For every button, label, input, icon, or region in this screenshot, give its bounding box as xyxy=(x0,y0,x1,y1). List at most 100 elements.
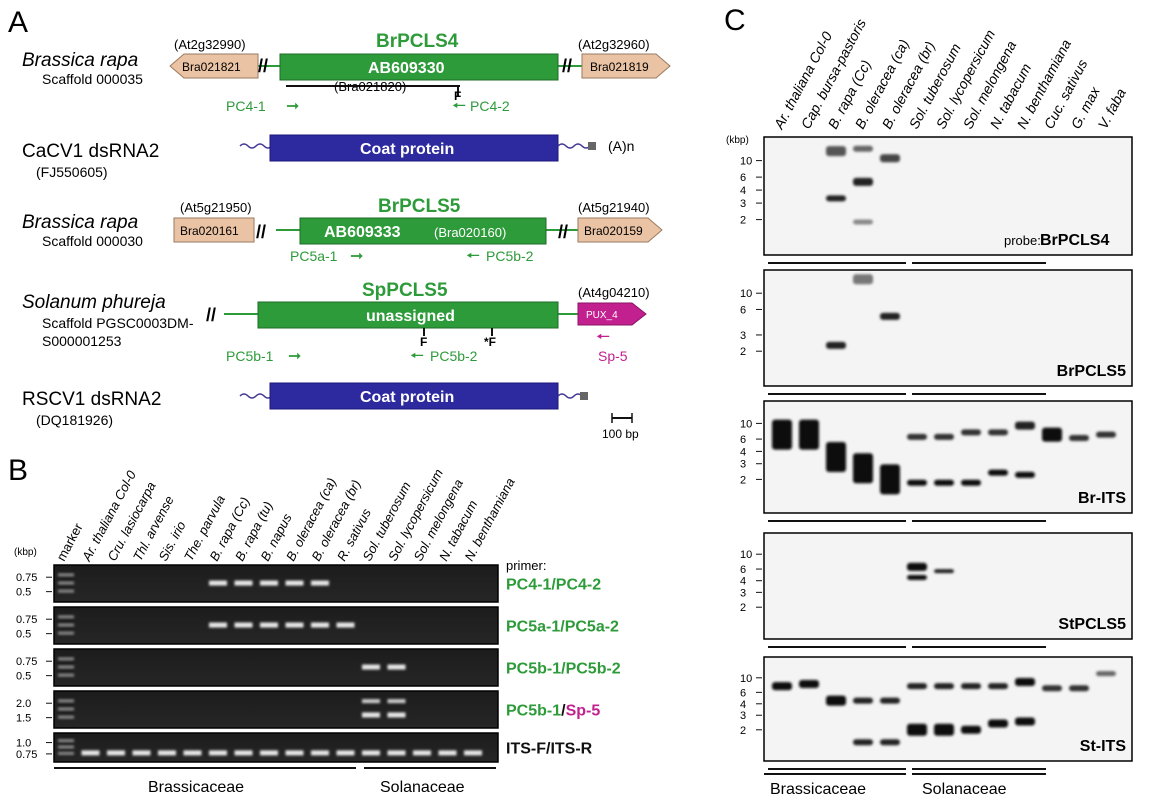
blot-band xyxy=(907,723,927,736)
organism-label: Brassica rapa xyxy=(22,212,138,233)
ladder-band xyxy=(58,673,74,677)
ladder-band xyxy=(58,589,74,593)
primer-pair-label: PC5b-1/Sp-5 xyxy=(506,703,600,720)
blot-band xyxy=(1096,671,1116,677)
svg-text:🠔: 🠔 xyxy=(452,98,466,115)
coat-protein-box xyxy=(269,134,559,162)
br-pcls4-name: BrPCLS4 xyxy=(376,31,459,52)
tick-label: 2 xyxy=(740,602,746,614)
primer-pair-label: PC4-1/PC4-2 xyxy=(506,577,601,594)
svg-text://: // xyxy=(258,56,268,76)
pcr-band xyxy=(285,580,304,586)
blot-image xyxy=(763,400,1133,514)
br-pcls5-name: BrPCLS5 xyxy=(378,196,461,217)
inner-gene-label: (Bra021820) xyxy=(334,79,406,94)
pcr-band xyxy=(285,750,304,756)
blot-band xyxy=(1015,421,1035,430)
blot-band xyxy=(988,683,1008,690)
svg-text://: // xyxy=(256,222,266,242)
tick-label: 6 xyxy=(740,172,746,184)
family-brassicaceae: Brassicaceae xyxy=(770,781,866,798)
tick-label: 0.5 xyxy=(16,671,31,683)
blot-band xyxy=(1096,431,1116,438)
accession-sub: (Bra020160) xyxy=(434,225,506,240)
pcr-band xyxy=(387,712,406,718)
blot-band xyxy=(907,683,927,690)
probe-word: probe: xyxy=(1004,233,1041,248)
blot-band xyxy=(880,697,900,704)
primer-pair-label: ITS-F/ITS-R xyxy=(506,741,593,758)
family-solanaceae: Solanaceae xyxy=(922,781,1007,798)
probe-label: StPCLS5 xyxy=(1058,616,1126,633)
pcr-band xyxy=(260,750,278,756)
ladder-band xyxy=(58,573,74,577)
organism-label: Solanum phureja xyxy=(22,292,166,313)
primer-pc5b-2: PC5b-2 xyxy=(486,248,534,264)
primer-label: primer: xyxy=(506,558,546,573)
blot-band xyxy=(853,219,873,225)
ladder-band xyxy=(58,665,74,669)
svg-text:🠔: 🠔 xyxy=(410,348,424,365)
br-pcls4-accession: AB609330 xyxy=(368,60,445,77)
primer-pc4-2: PC4-2 xyxy=(470,98,510,114)
probe-label: BrPCLS5 xyxy=(1057,363,1126,380)
blot-band xyxy=(961,429,981,436)
blot-image xyxy=(763,136,1133,256)
southern-blots: 106432probe:BrPCLS410632BrPCLS5106432Br-… xyxy=(740,136,1133,770)
blot-band xyxy=(853,274,873,285)
sp-pcls5-box xyxy=(257,301,559,329)
left-gene-arrow xyxy=(173,217,255,243)
tick-label: 10 xyxy=(740,673,752,685)
blot-band xyxy=(934,479,954,486)
scale-bar: 100 bp xyxy=(602,413,639,441)
blot-band xyxy=(799,419,819,450)
left-gene-label: Bra020161 xyxy=(180,224,239,238)
kbp-label-c: (kbp) xyxy=(726,135,749,146)
tick-label: 2 xyxy=(740,215,746,227)
organism-label: Brassica rapa xyxy=(22,50,138,71)
blot-band xyxy=(1042,685,1062,692)
svg-text://: // xyxy=(206,305,216,325)
blot-band xyxy=(961,725,981,734)
tick-label: 0.75 xyxy=(16,614,37,626)
pcr-band xyxy=(311,580,329,586)
coat-protein-box xyxy=(269,382,559,410)
pux4-arrow xyxy=(577,302,647,326)
scaffold-label-1: Scaffold PGSC0003DM- xyxy=(42,315,194,331)
f-mark: F xyxy=(420,335,427,349)
blot-band xyxy=(907,479,927,486)
ladder-band xyxy=(58,623,74,627)
blot-band xyxy=(826,195,846,202)
panel-a: A Brassica rapa Scaffold 000035 (At2g329… xyxy=(8,6,671,441)
scaffold-label-2: S000001253 xyxy=(42,333,122,349)
pcr-band xyxy=(209,580,227,586)
blot-band xyxy=(988,469,1008,476)
tick-label: 6 xyxy=(740,434,746,446)
rscv1-dsrna2: RSCV1 dsRNA2 (DQ181926) Coat protein xyxy=(22,382,588,428)
probe-label: St-ITS xyxy=(1080,738,1127,755)
pcr-band xyxy=(413,750,431,756)
pcr-band xyxy=(438,750,457,756)
tick-label: 3 xyxy=(740,710,746,722)
blot-band xyxy=(772,682,792,691)
blot-band xyxy=(880,312,900,320)
blot-band xyxy=(772,419,792,450)
gel-image xyxy=(53,648,499,687)
blot-band xyxy=(1015,717,1035,726)
virus-accession: (FJ550605) xyxy=(36,164,108,180)
tick-label: 6 xyxy=(740,304,746,316)
family-bars: Brassicaceae Solanaceae xyxy=(764,773,1046,798)
ladder-band xyxy=(58,739,74,743)
br-pcls4-locus: Brassica rapa Scaffold 000035 (At2g32990… xyxy=(22,31,671,115)
tick-label: 10 xyxy=(740,418,752,430)
tick-label: 0.75 xyxy=(16,656,37,668)
left-at-label: (At2g32990) xyxy=(174,37,246,52)
pcr-band xyxy=(81,750,100,756)
blot-band xyxy=(1069,434,1089,441)
